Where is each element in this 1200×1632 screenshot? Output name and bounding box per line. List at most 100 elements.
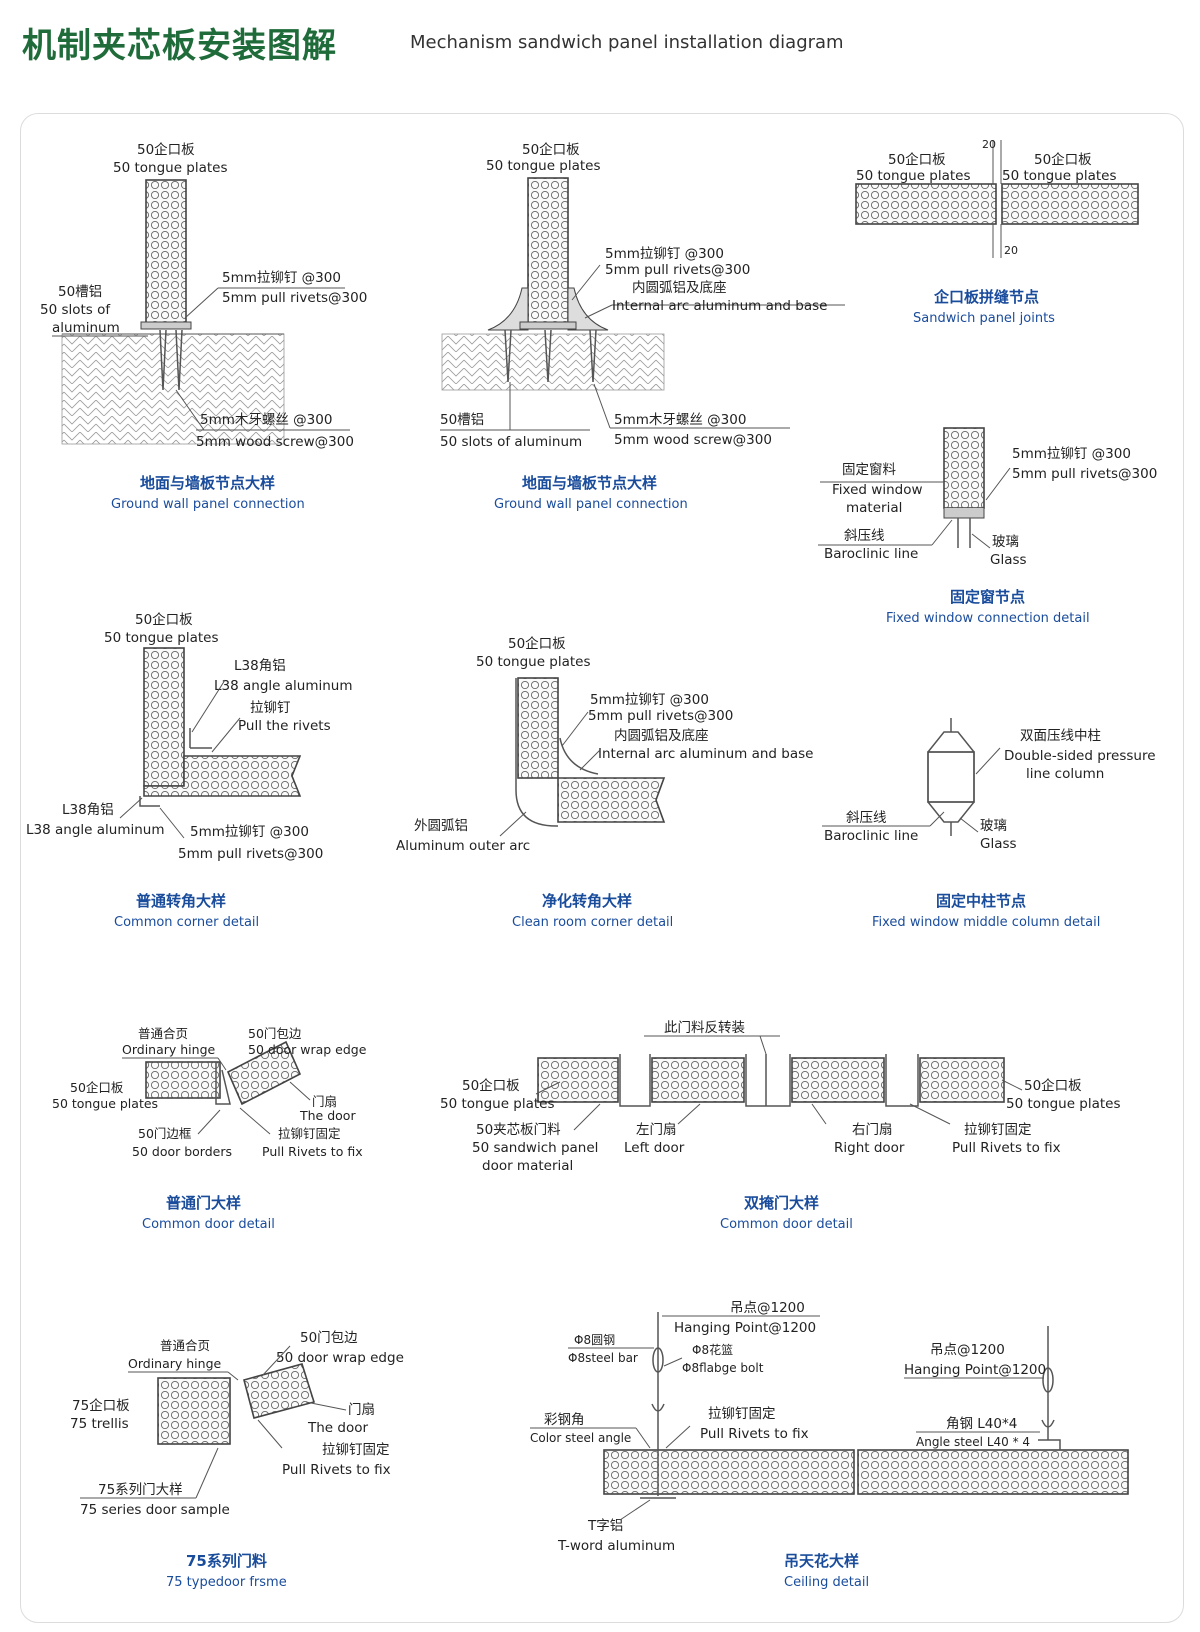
label-left-cn: 50企口板 [888,151,946,168]
caption-cn: 75系列门料 [186,1552,267,1570]
detail-common-corner: 50企口板 50 tongue plates L38角铝 L38 angle a… [26,611,352,930]
label-rivet2-cn: 5mm拉铆钉 @300 [190,824,309,840]
label-column-en1: Double-sided pressure [1004,748,1156,764]
label-right-en: 50 tongue plates [1002,168,1117,184]
label-glass-cn: 玻璃 [992,533,1019,550]
label-rivet-cn: 5mm拉铆钉 @300 [1012,446,1131,462]
inner-arc-aluminum [487,287,609,331]
label-screw-cn: 5mm木牙螺丝 @300 [614,412,746,428]
detail-common-door: 普通合页 Ordinary hinge 50门包边 50 door wrap e… [52,1026,367,1232]
ceiling-panel-right [857,1449,1129,1495]
label-left-en: Left door [624,1140,685,1156]
label-panel-en: 50 tongue plates [486,158,601,174]
label-arc-en: Internal arc aluminum and base [612,298,827,314]
caption-cn: 双掩门大样 [744,1194,819,1212]
door-leaf [243,1363,316,1419]
label-rivet-cn: 5mm拉铆钉 @300 [590,692,709,708]
door-border [215,1062,231,1105]
label-slot-cn: 50槽铝 [58,284,102,300]
caption-cn: 固定中柱节点 [936,892,1026,910]
label-door-cn: 门扇 [348,1402,375,1418]
caption-en: 75 typedoor frsme [166,1575,287,1590]
detail-clean-corner: 50企口板 50 tongue plates 5mm拉铆钉 @300 5mm p… [396,635,813,930]
label-wrap-cn: 50门包边 [248,1026,302,1041]
label-glass-cn: 玻璃 [980,817,1007,834]
label-left-panel-cn: 50企口板 [462,1077,520,1094]
label-trellis-cn: 75企口板 [72,1397,130,1414]
caption-en: Clean room corner detail [512,915,673,930]
wall-panel-left [537,1057,619,1103]
label-fix-cn: 拉铆钉固定 [322,1442,390,1458]
label-rivet-en: 5mm pull rivets@300 [222,290,367,306]
label-line-cn: 斜压线 [844,528,885,544]
label-fix-cn: 拉铆钉固定 [964,1122,1032,1138]
label-panel-cn: 50企口板 [137,141,195,158]
label-bar-en: Φ8steel bar [568,1351,638,1365]
outer-arc-aluminum [515,678,558,827]
label-wrap-en: 50 door wrap edge [248,1042,367,1057]
label-material-cn: 50夹芯板门料 [476,1122,561,1138]
caption-cn: 净化转角大样 [542,892,632,910]
label-window-en1: Fixed window [832,482,923,498]
caption-en: Common door detail [720,1217,853,1232]
caption-en: Sandwich panel joints [913,311,1055,326]
label-hinge-en: Ordinary hinge [128,1356,222,1371]
floor-hatch [441,333,665,391]
left-door-leaf [651,1057,745,1103]
label-column-en2: line column [1026,766,1104,782]
label-right-en: Right door [834,1140,905,1156]
wall-panel [527,177,569,327]
caption-en: Ceiling detail [784,1575,869,1590]
angle-steel [1038,1439,1061,1450]
caption-cn: 地面与墙板节点大样 [522,474,657,492]
label-sample-en: 75 series door sample [80,1502,230,1518]
label-right-panel-en: 50 tongue plates [1006,1096,1121,1112]
label-rivet-cn: 5mm拉铆钉 @300 [605,246,724,262]
label-left-en: 50 tongue plates [856,168,971,184]
caption-en: Fixed window middle column detail [872,915,1100,930]
window-frame [943,508,985,519]
caption-en: Ground wall panel connection [111,497,305,512]
label-rivet-en: 5mm pull rivets@300 [588,708,733,724]
label-left-panel-en: 50 tongue plates [440,1096,555,1112]
label-panel-cn: 50企口板 [522,141,580,158]
label-hang-cn: 吊点@1200 [730,1300,805,1316]
panel-left [855,183,997,225]
wall-panel-right [919,1057,1005,1103]
column-body [927,751,975,803]
caption-cn: 吊天花大样 [784,1552,859,1570]
label-steel-cn: 角钢 L40*4 [946,1416,1017,1432]
label-window-en2: material [846,500,902,516]
label-panel-en: 50 tongue plates [476,654,591,670]
label-glass-en: Glass [990,552,1027,568]
horizontal-panel [557,777,666,823]
label-rivet-en: Pull the rivets [238,718,331,734]
wall-panel [145,179,187,329]
label-hang-en: Hanging Point@1200 [674,1320,816,1336]
label-sample-cn: 75系列门大样 [98,1482,183,1498]
detail-panel-joints: 20 20 50企口板 50 tongue plates 50企口板 50 to… [855,138,1139,326]
wall-panel [943,427,985,509]
caption-cn: 地面与墙板节点大样 [140,474,275,492]
label-screw-en: 5mm wood screw@300 [614,432,772,448]
floor-hatch [61,333,285,445]
label-wrap-en: 50 door wrap edge [276,1350,404,1366]
label-angle-cn: 彩钢角 [544,1412,585,1428]
panel-right [1001,183,1139,225]
label-rivet-en: 5mm pull rivets@300 [1012,466,1157,482]
detail-fixed-window: 5mm拉铆钉 @300 5mm pull rivets@300 固定窗料 Fix… [818,427,1157,626]
label-right-cn: 右门扇 [852,1122,893,1138]
dim-top: 20 [982,138,996,151]
label-slot-cn: 50槽铝 [440,412,484,428]
page-title-cn: 机制夹芯板安装图解 [22,26,337,66]
label-t-en: T-word aluminum [557,1538,675,1554]
label-fix-en: Pull Rivets to fix [282,1462,391,1478]
label-rivet2-en: 5mm pull rivets@300 [178,846,323,862]
page-title-en: Mechanism sandwich panel installation di… [410,32,844,53]
label-angle2-cn: L38角铝 [62,802,114,818]
steel-bar-icon [651,1312,1055,1496]
label-arc-cn: 内圆弧铝及底座 [632,280,727,296]
label-fix-cn: 拉铆钉固定 [278,1126,341,1141]
label-hinge-cn: 普通合页 [160,1338,210,1353]
label-panel-en: 50 tongue plates [113,160,228,176]
